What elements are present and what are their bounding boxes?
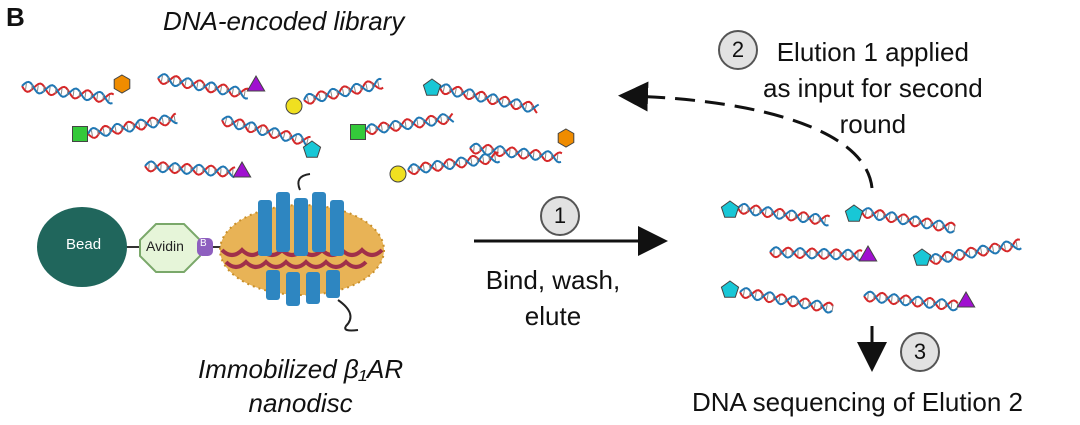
dna-strand — [769, 246, 863, 262]
green-square-ligand — [72, 126, 88, 142]
cyan-pentagon-ligand — [720, 280, 740, 298]
dna-strand — [737, 202, 831, 227]
dna-strand — [87, 112, 178, 139]
dna-strand — [144, 160, 236, 179]
step2-dashed-arrow — [618, 81, 874, 189]
yellow-circle-ligand — [389, 165, 407, 183]
dna-strand — [439, 83, 540, 114]
step2-label: Elution 1 applied as input for second ro… — [763, 34, 983, 142]
target-label-line2: nanodisc — [248, 388, 353, 418]
orange-hexagon-ligand — [557, 128, 575, 148]
step2-badge: 2 — [718, 30, 758, 70]
dna-strand — [365, 112, 455, 136]
dna-strand — [739, 287, 834, 314]
avidin-label: Avidin — [146, 238, 184, 254]
dna-strand — [221, 115, 311, 148]
purple-triangle-ligand — [858, 245, 878, 262]
dna-strand — [407, 151, 501, 176]
purple-triangle-ligand — [956, 291, 976, 308]
step3-caption: DNA sequencing of Elution 2 — [692, 387, 1023, 417]
dna-strand — [21, 80, 115, 105]
dna-strands — [21, 73, 1022, 314]
cyan-pentagon-ligand — [302, 140, 322, 158]
dna-strand — [157, 73, 250, 100]
panel-label: B — [6, 2, 25, 32]
yellow-circle-ligand — [285, 97, 303, 115]
purple-triangle-ligand — [246, 75, 266, 92]
step1-badge: 1 — [540, 196, 580, 236]
cyan-pentagon-ligand — [844, 204, 864, 222]
biotin-label: B — [200, 238, 207, 249]
cyan-pentagon-ligand — [912, 248, 932, 266]
target-label-line1: Immobilized β₁AR — [198, 354, 404, 384]
step2-label-line2: as input for second — [763, 73, 983, 103]
bead-label: Bead — [66, 236, 102, 253]
step3-badge: 3 — [900, 332, 940, 372]
purple-triangle-ligand — [232, 161, 252, 178]
step2-label-line1: Elution 1 applied — [776, 37, 969, 67]
library-title: DNA-encoded library — [163, 6, 405, 36]
dna-strand — [929, 238, 1022, 265]
dna-strand — [863, 290, 959, 312]
cyan-pentagon-ligand — [720, 200, 740, 218]
step1-label: Bind, wash, elute — [478, 262, 628, 334]
nanodisc — [219, 173, 385, 332]
bead — [37, 207, 127, 287]
step1-label-line2: elute — [524, 301, 582, 331]
target-label: Immobilized β₁AR nanodisc — [198, 352, 403, 420]
ligands — [72, 74, 976, 308]
cyan-pentagon-ligand — [422, 78, 442, 96]
dna-strand — [861, 207, 956, 234]
step2-label-line3: round — [839, 109, 907, 139]
orange-hexagon-ligand — [113, 74, 131, 94]
green-square-ligand — [350, 124, 366, 140]
dna-strand — [303, 77, 384, 105]
step1-label-line1: Bind, wash, — [485, 265, 621, 295]
biotin — [197, 238, 213, 256]
avidin — [139, 223, 201, 273]
